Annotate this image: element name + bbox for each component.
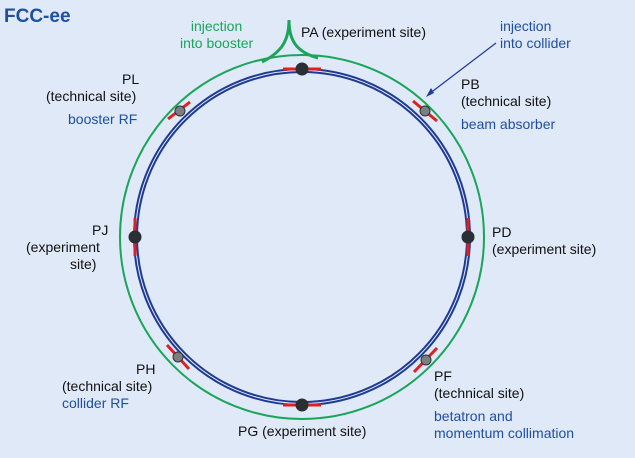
injection-collider-arrow-line bbox=[428, 42, 497, 95]
pg-experiment-dot bbox=[295, 398, 309, 412]
pf-label: PF (technical site) betatron and momentu… bbox=[434, 368, 574, 442]
pb-name: PB bbox=[461, 76, 480, 92]
injection-collider-label: injection into collider bbox=[500, 18, 571, 52]
collider-ring-outer bbox=[133, 68, 471, 406]
pa-experiment-dot bbox=[295, 62, 309, 76]
ph-label: PH (technical site) collider RF bbox=[62, 361, 155, 412]
pb-role: beam absorber bbox=[461, 116, 556, 132]
collider-ring-inner bbox=[136, 71, 468, 403]
pj-name: PJ bbox=[92, 222, 109, 238]
ph-role: collider RF bbox=[62, 395, 129, 411]
injection-booster-line bbox=[261, 19, 319, 64]
pl-type: (technical site) bbox=[46, 88, 137, 104]
pj-type-line1: (experiment bbox=[26, 239, 100, 255]
pb-technical-dot bbox=[419, 105, 431, 117]
injection-collider-line1: injection bbox=[500, 18, 552, 34]
pd-experiment-dot bbox=[461, 230, 475, 244]
pd-label: PD (experiment site) bbox=[492, 224, 596, 258]
injection-booster-line1: injection bbox=[190, 18, 243, 34]
pl-label: PL (technical site) booster RF bbox=[46, 71, 139, 128]
pf-role-line1: betatron and bbox=[434, 408, 513, 424]
pl-name: PL bbox=[122, 71, 140, 87]
pj-type-line2: site) bbox=[70, 256, 97, 272]
pa-label: PA (experiment site) bbox=[301, 24, 427, 40]
pl-technical-dot bbox=[174, 105, 186, 117]
pf-technical-dot bbox=[420, 354, 432, 366]
pb-label: PB (technical site) beam absorber bbox=[461, 76, 555, 133]
ph-type: (technical site) bbox=[62, 378, 153, 394]
pf-name: PF bbox=[434, 368, 452, 384]
injection-collider-line2: into collider bbox=[500, 35, 571, 51]
pj-experiment-dot bbox=[128, 230, 142, 244]
ph-name: PH bbox=[136, 361, 156, 377]
injection-booster-label: injection into booster bbox=[180, 18, 253, 52]
pg-label: PG (experiment site) bbox=[238, 423, 367, 439]
diagram-title: FCC-ee bbox=[4, 6, 71, 27]
ph-technical-dot bbox=[172, 351, 184, 363]
injection-collider-arrowhead bbox=[426, 88, 434, 97]
pd-type: (experiment site) bbox=[492, 241, 597, 257]
pl-role: booster RF bbox=[68, 111, 138, 127]
pd-name: PD bbox=[492, 224, 512, 240]
injection-booster-line2: into booster bbox=[180, 35, 254, 51]
pf-type: (technical site) bbox=[434, 385, 525, 401]
booster-ring bbox=[119, 54, 485, 420]
pb-type: (technical site) bbox=[461, 93, 552, 109]
pj-label: PJ (experiment site) bbox=[26, 222, 108, 273]
pf-role-line2: momentum collimation bbox=[434, 425, 575, 441]
